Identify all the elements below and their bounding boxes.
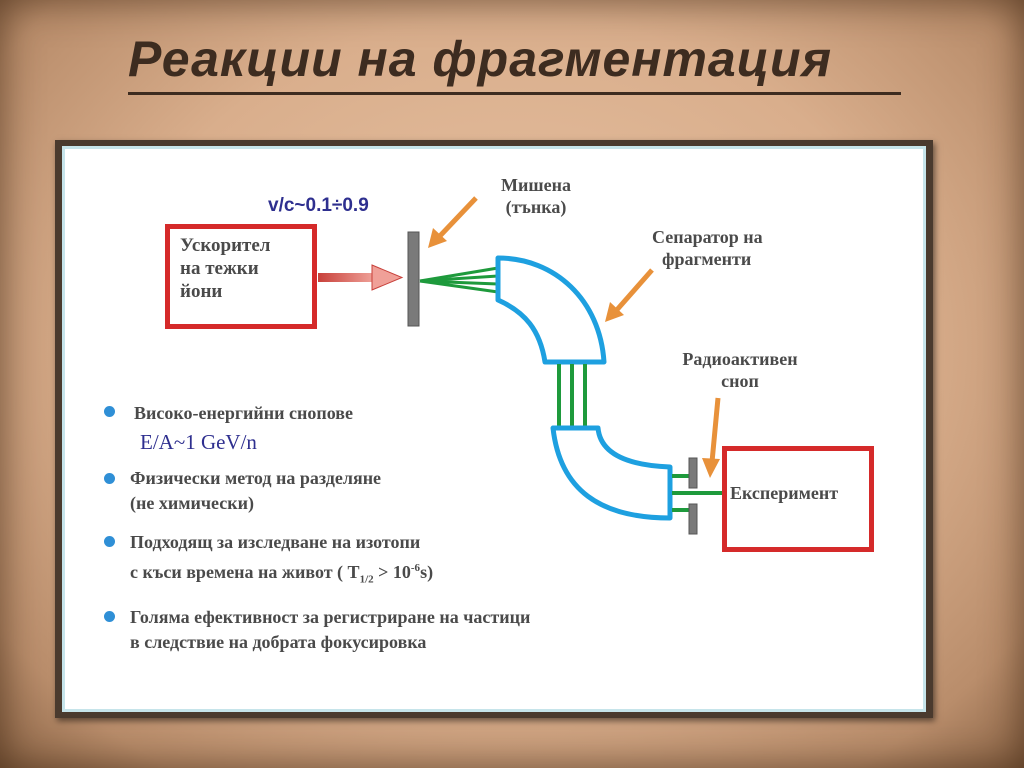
half-life-subscript: 1/2	[359, 573, 374, 586]
bullet-1-line2: E/A~1 GeV/n	[140, 430, 257, 454]
velocity-label: v/c~0.1÷0.9	[268, 195, 369, 216]
bullet-dot-1	[104, 406, 115, 417]
target-pointer-arrow	[428, 196, 478, 248]
bullet-2-line2: (не химически)	[130, 493, 254, 513]
bullet-3-line2-prefix: с къси времена на живот ( T	[130, 562, 360, 582]
beam-slit-top	[688, 457, 698, 489]
bullet-4-line1: Голяма ефективност за регистриране на ча…	[130, 607, 531, 627]
experiment-label: Експеримент	[730, 483, 839, 503]
separator-label-line1: Сепаратор на	[652, 227, 763, 247]
separator-label: Сепаратор на фрагменти	[652, 226, 763, 270]
bullet-dot-2	[104, 473, 115, 484]
transfer-beams	[557, 364, 587, 426]
bullet-3-line1: Подходящ за изследване на изотопи	[130, 532, 421, 552]
beam-slit-bottom	[688, 503, 698, 535]
exponent-superscript: -6	[410, 562, 421, 574]
beam-pointer-arrow	[702, 397, 721, 478]
separator-label-line2: фрагменти	[662, 249, 752, 269]
radioactive-beam-label-line1: Радиоактивен	[682, 349, 798, 369]
radioactive-beam-label-line2: сноп	[721, 371, 759, 391]
separator-pointer-arrow	[605, 268, 654, 322]
radioactive-beam-label: Радиоактивен сноп	[660, 348, 820, 392]
accelerator-label: Ускорител на тежки йони	[180, 234, 270, 303]
target-label-line1: Мишена	[501, 175, 571, 195]
experiment-box	[722, 446, 874, 552]
accelerator-box	[165, 224, 317, 329]
bullet-2-line1: Физически метод на разделяне	[130, 468, 382, 488]
separator-upper-bend	[495, 255, 607, 365]
bullet-1-line1: Високо-енергийни снопове	[134, 403, 354, 423]
beam-arrow	[318, 264, 404, 291]
accelerator-label-line1: Ускорител	[180, 235, 271, 256]
bullet-3-line2: с къси времена на живот ( T1/2 > 10-6s)	[130, 556, 433, 592]
separator-lower-bend	[550, 425, 673, 521]
fragment-beams	[419, 266, 499, 294]
target-label-line2: (тънка)	[505, 197, 567, 217]
bullet-3-line2-suffix: s)	[420, 562, 434, 582]
accelerator-label-line3: йони	[180, 281, 223, 302]
bullet-dot-3	[104, 536, 115, 547]
accelerator-label-line2: на тежки	[180, 258, 259, 279]
target-label: Мишена (тънка)	[486, 174, 586, 218]
bullet-3-line2-mid: > 10	[373, 562, 411, 582]
slide-title: Реакции на фрагментация	[128, 31, 833, 87]
title-underline	[128, 92, 901, 95]
target-plate	[407, 231, 420, 327]
bullet-dot-4	[104, 611, 115, 622]
bullet-4-line2: в следствие на добрата фокусировка	[130, 632, 427, 652]
